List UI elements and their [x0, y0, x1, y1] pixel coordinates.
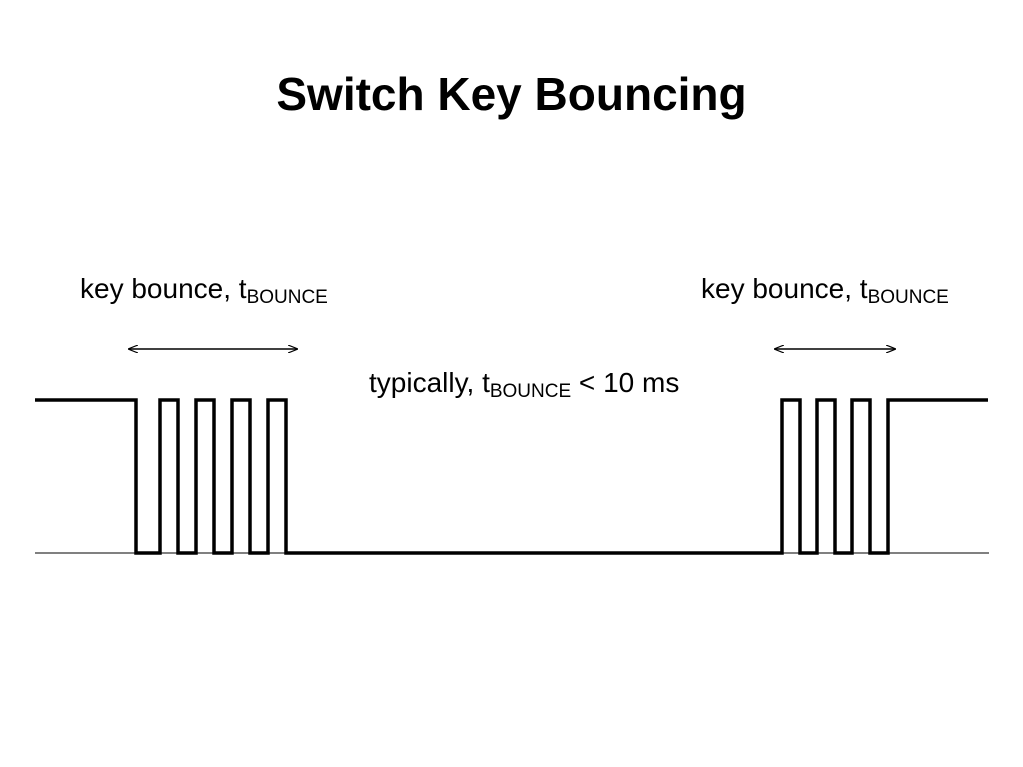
right-bounce-label: key bounce, tBOUNCE	[701, 272, 949, 310]
right-bounce-label-text: key bounce, t	[701, 273, 868, 304]
left-bounce-label-subscript: BOUNCE	[246, 287, 328, 308]
typical-bounce-label-subscript: BOUNCE	[489, 381, 572, 402]
typical-bounce-label-suffix: < 10 ms	[571, 367, 680, 398]
switch-signal-trace	[35, 398, 988, 555]
right-bounce-label-subscript: BOUNCE	[867, 287, 949, 308]
slide-title: Switch Key Bouncing	[276, 68, 747, 120]
left-bounce-label: key bounce, tBOUNCE	[80, 272, 328, 310]
left-bounce-label-text: key bounce, t	[80, 273, 247, 304]
typical-bounce-label: typically, tBOUNCE < 10 ms	[369, 366, 679, 404]
typical-bounce-label-prefix: typically, t	[369, 367, 490, 398]
